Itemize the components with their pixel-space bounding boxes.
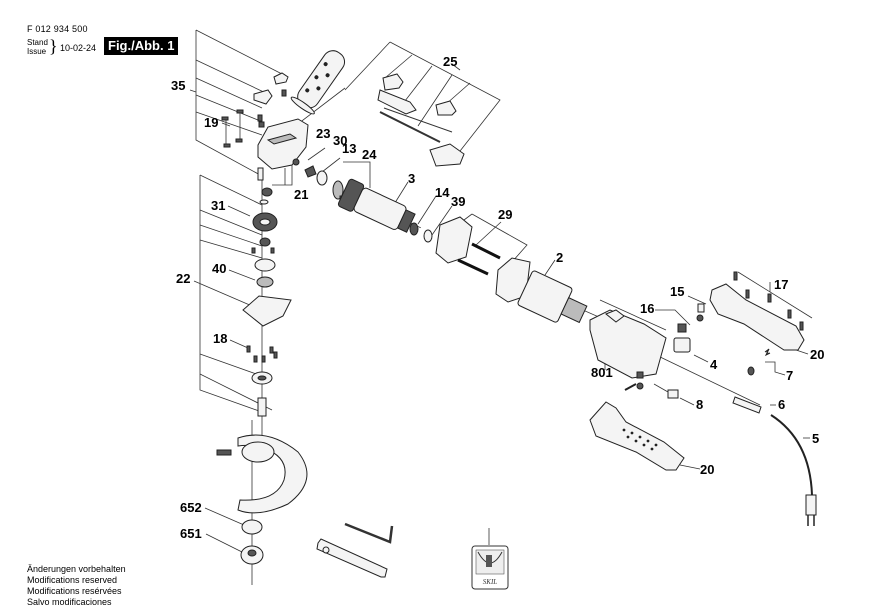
callout-15: 15 xyxy=(670,284,684,299)
switch-slider xyxy=(429,143,465,167)
stand-issue-label: Stand Issue xyxy=(27,38,48,56)
callout-7: 7 xyxy=(786,368,793,383)
callout-labels: 35 19 23 30 13 24 21 25 3 14 39 29 2 31 … xyxy=(171,54,824,541)
callout-40: 40 xyxy=(212,261,226,276)
parts: SKIL xyxy=(216,50,817,590)
armature xyxy=(337,178,421,233)
callout-29: 29 xyxy=(498,207,512,222)
callout-24: 24 xyxy=(362,147,377,162)
callout-19: 19 xyxy=(204,115,218,130)
gear-head-housing xyxy=(257,118,309,170)
spindle xyxy=(257,397,267,417)
spanner-wrench xyxy=(316,538,388,578)
rear-handle-20 xyxy=(589,401,685,471)
callout-652: 652 xyxy=(180,500,202,515)
callout-25: 25 xyxy=(443,54,457,69)
callout-35: 35 xyxy=(171,78,185,93)
notice-de: Änderungen vorbehalten xyxy=(27,564,126,574)
callout-20-top: 20 xyxy=(810,347,824,362)
callout-801: 801 xyxy=(591,365,613,380)
flange-652 xyxy=(241,519,263,535)
notice-fr: Modifications resérvées xyxy=(27,586,122,596)
issue-label: Issue xyxy=(27,47,47,56)
screw-part xyxy=(257,114,263,122)
warning-sticker: SKIL xyxy=(471,545,509,590)
callout-30: 30 xyxy=(333,133,347,148)
modifications-notice: Änderungen vorbehalten Modifications res… xyxy=(27,564,126,608)
brush-holder xyxy=(435,216,473,264)
callout-651: 651 xyxy=(180,526,202,541)
callout-20-bottom: 20 xyxy=(700,462,714,477)
side-handle-grip xyxy=(290,50,346,115)
switch-clip xyxy=(382,73,404,91)
callout-21: 21 xyxy=(294,187,308,202)
notice-es: Salvo modificaciones xyxy=(27,597,112,607)
top-handle-20 xyxy=(709,283,805,351)
cover-part xyxy=(253,89,273,105)
notice-en: Modifications reserved xyxy=(27,575,118,585)
bearing-flange-22 xyxy=(242,295,292,327)
stand-label: Stand xyxy=(27,38,48,47)
callout-5: 5 xyxy=(812,431,819,446)
callout-39: 39 xyxy=(451,194,465,209)
stator xyxy=(517,270,588,324)
part-number: F 012 934 500 xyxy=(27,24,88,34)
screw-part xyxy=(258,121,265,128)
callout-18: 18 xyxy=(213,331,227,346)
brace-glyph: } xyxy=(49,36,58,56)
plug xyxy=(805,494,817,516)
callout-22: 22 xyxy=(176,271,190,286)
figure-label: Fig./Abb. 1 xyxy=(104,37,179,55)
callout-13: 13 xyxy=(342,141,356,156)
callout-31: 31 xyxy=(211,198,225,213)
sticker-brand: SKIL xyxy=(483,578,498,586)
callout-2: 2 xyxy=(556,250,563,265)
callout-23: 23 xyxy=(316,126,330,141)
callout-4: 4 xyxy=(710,357,718,372)
callout-8: 8 xyxy=(696,397,703,412)
issue-date: 10-02-24 xyxy=(60,43,97,53)
callout-14: 14 xyxy=(435,185,450,200)
callout-3: 3 xyxy=(408,171,415,186)
hex-key xyxy=(344,522,394,544)
callout-17: 17 xyxy=(774,277,788,292)
callout-16: 16 xyxy=(640,301,654,316)
clip-part xyxy=(273,72,289,85)
callout-6: 6 xyxy=(778,397,785,412)
